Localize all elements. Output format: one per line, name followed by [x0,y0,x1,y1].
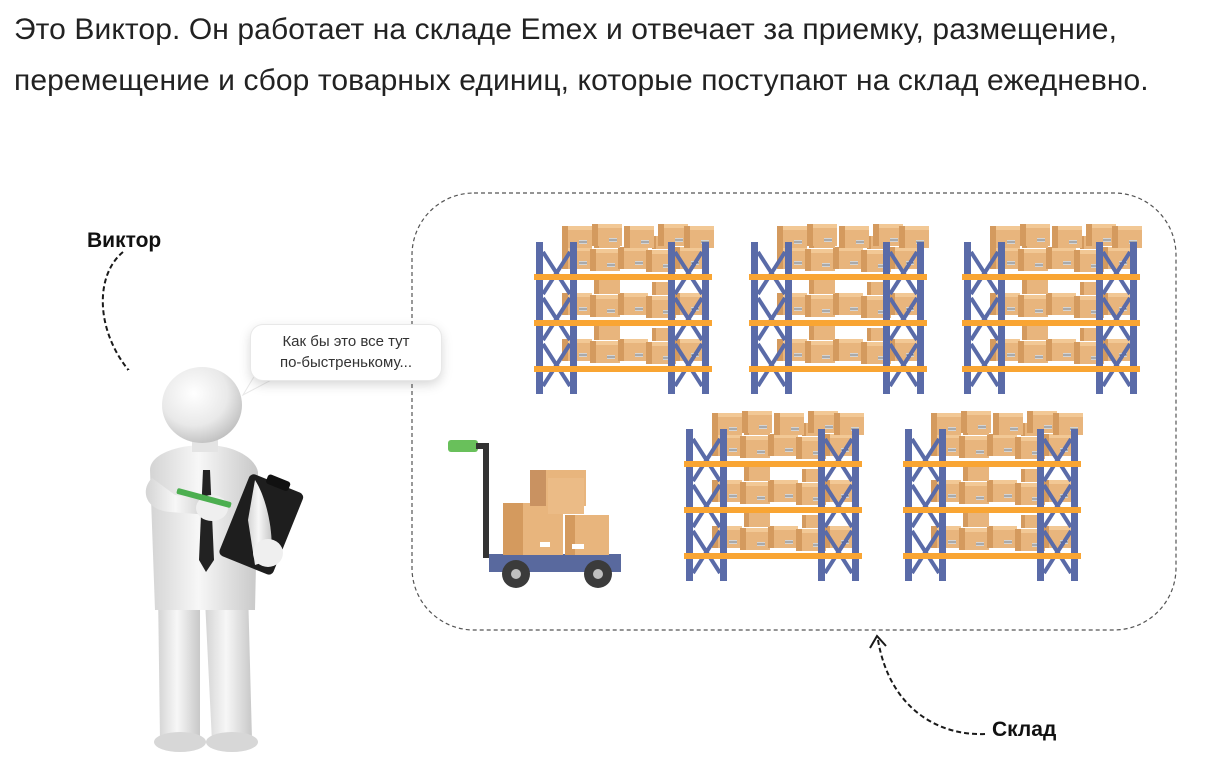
rack-bottom-2 [903,411,1083,581]
viktor-label: Виктор [87,229,162,252]
speech-line-1: Как бы это все тут [282,333,410,350]
rack-top-2 [749,224,929,394]
rack-top-1 [534,224,714,394]
rack-bottom-1 [684,411,864,581]
viktor-figure [128,367,314,758]
speech-bubble: Как бы это все тут по-быстренькому... [251,325,441,380]
warehouse-label: Склад [992,718,1057,741]
rack-top-3 [962,224,1142,394]
warehouse-arrow [877,639,986,736]
intro-paragraph: Это Виктор. Он работает на складе Emex и… [14,13,1149,97]
speech-line-2: по-быстренькому... [279,354,413,371]
cart-illustration [448,440,621,588]
viktor-arrow [101,251,156,389]
